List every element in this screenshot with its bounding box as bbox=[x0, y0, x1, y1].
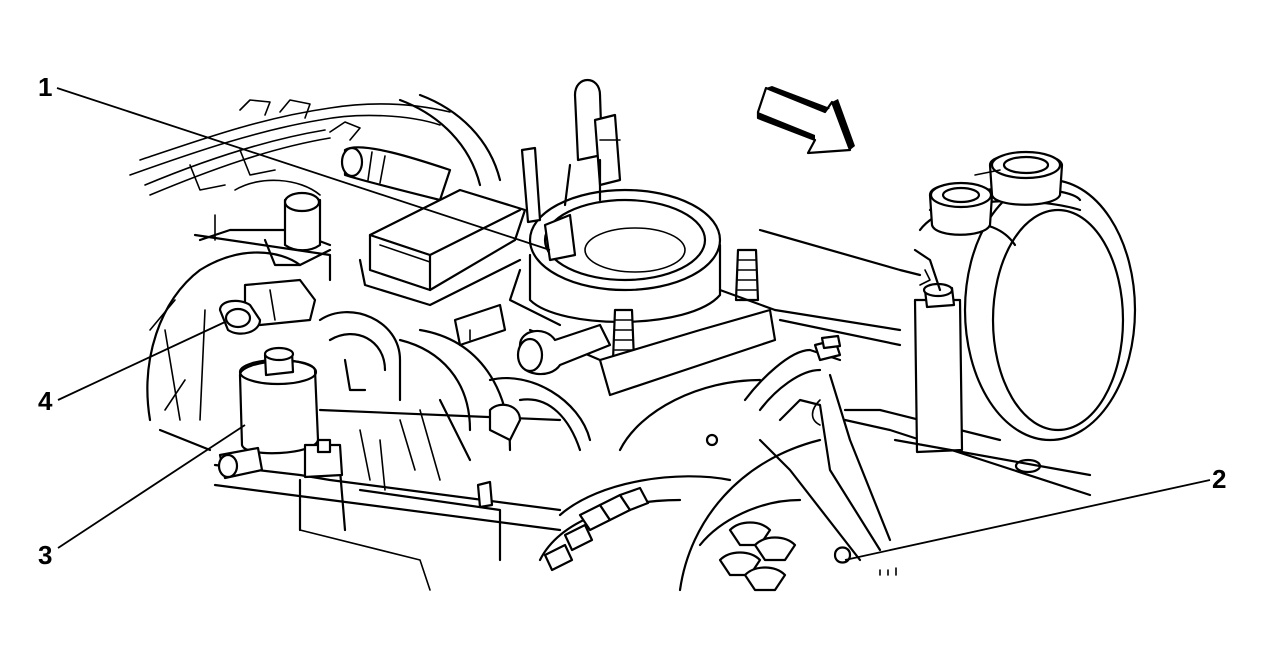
fuel-rail bbox=[453, 303, 612, 376]
wiring-harness bbox=[129, 93, 502, 196]
forward-arrow-icon bbox=[756, 86, 855, 155]
upper-hose bbox=[340, 146, 452, 202]
callout-1-leader bbox=[56, 87, 551, 251]
mounting-studs bbox=[611, 248, 760, 362]
callout-3-leader bbox=[57, 424, 246, 549]
vacuum-tubes bbox=[520, 79, 622, 224]
callout-3-label: 3 bbox=[38, 540, 52, 570]
intake-runners bbox=[318, 311, 592, 491]
lower-manifold bbox=[213, 463, 562, 591]
solenoid-3 bbox=[217, 346, 344, 480]
bracket-2 bbox=[705, 334, 897, 576]
callout-4-leader bbox=[57, 321, 226, 401]
cylinder-head-right bbox=[918, 150, 1137, 442]
callout-4-label: 4 bbox=[38, 386, 53, 416]
alternator bbox=[538, 378, 822, 592]
engine-block-left bbox=[146, 179, 332, 452]
sensor-cap bbox=[263, 191, 332, 267]
control-module bbox=[358, 188, 527, 307]
engine-block-right bbox=[758, 228, 1092, 497]
callout-2-label: 2 bbox=[1212, 464, 1226, 494]
callout-1-label: 1 bbox=[38, 72, 52, 102]
callout-2-leader bbox=[844, 479, 1211, 561]
sensor-connector-4 bbox=[218, 278, 317, 335]
throttle-body bbox=[508, 188, 722, 327]
